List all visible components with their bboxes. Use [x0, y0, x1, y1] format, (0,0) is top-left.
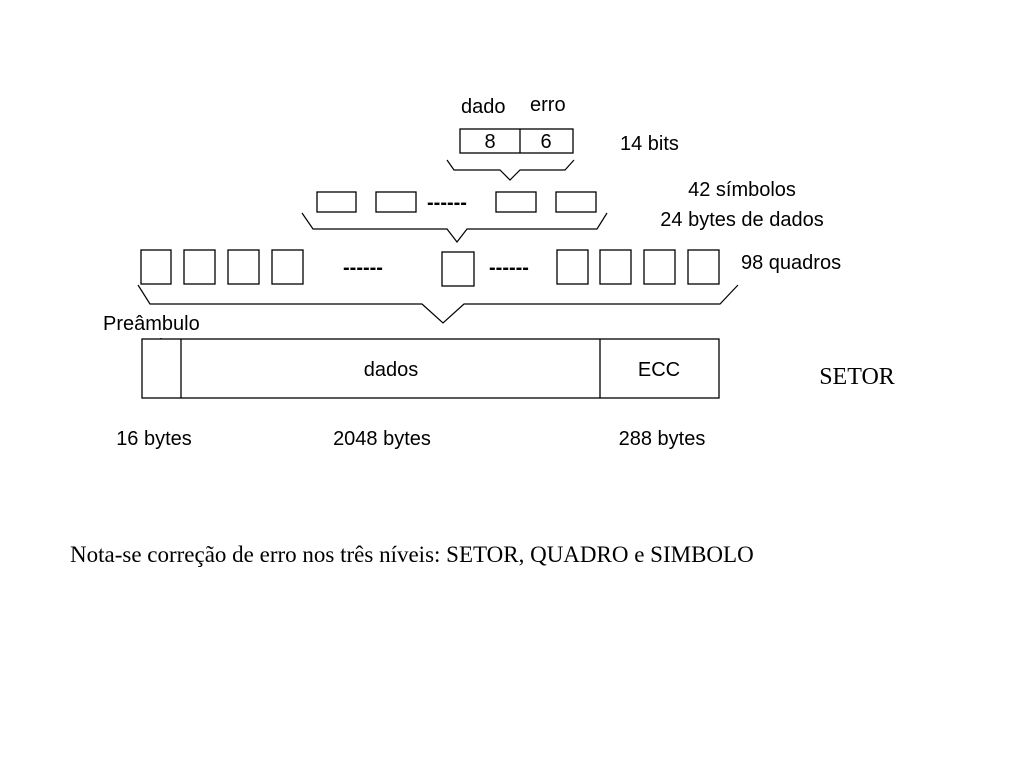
error-correction-note: Nota-se correção de erro nos três níveis…: [70, 542, 754, 567]
frame-symbols-count: 42 símbolos: [688, 179, 796, 201]
sector-frame-box: [271, 249, 304, 285]
sector-frame-box: [183, 249, 216, 285]
sector-frames-brace: [137, 284, 739, 324]
sector-level: Preâmbulo dados ECC SETOR 16 bytes 2048 …: [103, 313, 895, 450]
frame-data-bytes: 24 bytes de dados: [660, 209, 823, 231]
sector-frame-box: [227, 249, 260, 285]
symbol-brace: [446, 159, 575, 181]
symbol-level: dado erro 8 6 14 bits: [446, 94, 679, 181]
preamble-size: 16 bytes: [116, 428, 192, 450]
symbol-total-bits: 14 bits: [620, 133, 679, 155]
sector-frames-level: ------ ------ 98 quadros: [137, 249, 841, 324]
sector-frames-count: 98 quadros: [741, 252, 841, 274]
sector-frame-box: [687, 249, 720, 285]
sector-ecc-label: ECC: [638, 359, 680, 381]
frame-level: ------ 42 símbolos 24 bytes de dados: [301, 179, 824, 243]
frame-brace: [301, 212, 608, 243]
sector-title: SETOR: [819, 364, 895, 390]
data-size: 2048 bytes: [333, 428, 431, 450]
symbol-box: [459, 128, 574, 154]
frame-ellipsis: ------: [427, 192, 467, 214]
sector-box: [141, 338, 720, 399]
frame-symbol-box: [316, 191, 357, 213]
frame-symbol-box: [375, 191, 417, 213]
sector-frame-box: [441, 251, 475, 287]
sector-frame-box: [599, 249, 632, 285]
ecc-size: 288 bytes: [619, 428, 706, 450]
symbol-data-bits: 8: [484, 131, 495, 153]
symbol-data-label: dado: [461, 96, 506, 118]
sector-frame-box: [643, 249, 676, 285]
sector-frame-box: [556, 249, 589, 285]
sector-frame-box: [140, 249, 172, 285]
frame-symbol-box: [495, 191, 537, 213]
frame-symbol-box: [555, 191, 597, 213]
preamble-label: Preâmbulo: [103, 313, 200, 335]
symbol-error-bits: 6: [540, 131, 551, 153]
sector-frames-ellipsis-left: ------: [343, 257, 383, 279]
symbol-error-label: erro: [530, 94, 566, 116]
sector-frames-ellipsis-right: ------: [489, 257, 529, 279]
sector-data-label: dados: [364, 359, 419, 381]
